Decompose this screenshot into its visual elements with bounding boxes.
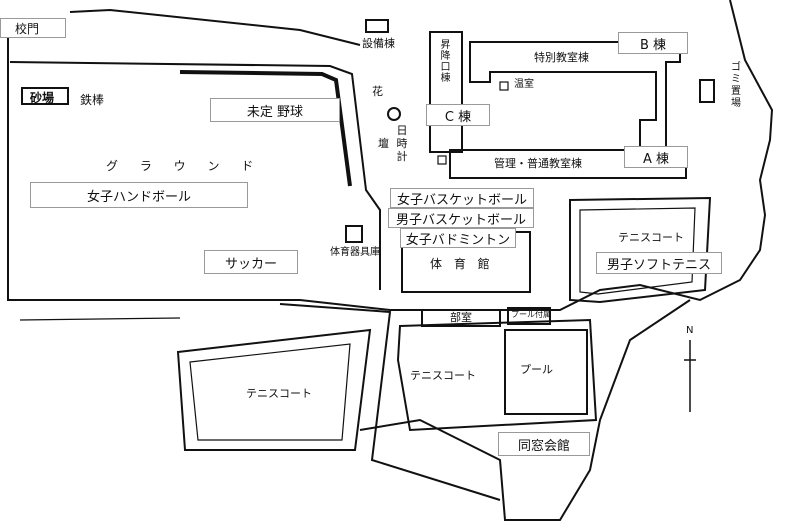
southwest-tennis-outline xyxy=(176,328,372,451)
garbage-label: ゴミ置場 xyxy=(731,62,741,109)
ground-label: グ ラ ウ ン ド xyxy=(106,159,263,173)
equipment-building-label: 設備棟 xyxy=(362,37,395,50)
pool-building-label: プール付属 xyxy=(511,310,551,319)
gate-road xyxy=(69,8,361,46)
gate-label: 校門 xyxy=(0,18,66,38)
pool-outline xyxy=(504,329,588,415)
gym-label: 体 育 館 xyxy=(430,257,494,271)
admin-building-label: 管理・普通教室棟 xyxy=(494,157,582,170)
iron-bar-label: 鉄棒 xyxy=(80,93,105,107)
boys-basketball-label: 男子バスケットボール xyxy=(388,208,534,228)
southwest-tennis-label: テニスコート xyxy=(246,387,312,400)
center-tennis-label: テニスコート xyxy=(410,369,476,382)
b-wing-label: B 棟 xyxy=(618,32,688,54)
pool-label: プール xyxy=(520,363,553,376)
c-wing-label: C 棟 xyxy=(426,104,490,126)
special-building-outline xyxy=(469,41,681,151)
girls-badminton-label: 女子バドミントン xyxy=(400,228,516,248)
club-room-label: 部室 xyxy=(450,311,472,324)
boys-soft-tennis-label: 男子ソフトテニス xyxy=(596,252,722,274)
girls-handball-label: 女子ハンドボール xyxy=(30,182,248,208)
site-boundary xyxy=(7,0,774,311)
sports-storage-label: 体育器具庫 xyxy=(330,247,380,258)
girls-basketball-label: 女子バスケットボール xyxy=(390,188,534,208)
ground-fence xyxy=(9,61,381,290)
east-tennis-court-label: テニスコート xyxy=(618,231,684,244)
stairs-building-outline xyxy=(429,31,463,153)
north-label: N xyxy=(686,325,694,336)
stairs-building-label: 昇降口棟 xyxy=(440,40,451,84)
east-tennis-court-outline xyxy=(569,196,712,304)
sand-pit-label: 砂場 xyxy=(30,91,55,105)
special-building-label: 特別教室棟 xyxy=(534,51,589,64)
sundial-label: 日時計 xyxy=(396,124,408,163)
flower-label: 花 xyxy=(372,85,383,98)
greenhouse-label: 温室 xyxy=(514,79,534,90)
alumni-hall-label: 同窓会館 xyxy=(498,432,590,456)
center-tennis-outline xyxy=(396,318,598,432)
flower-bed-label: 壇 xyxy=(378,137,389,150)
soccer-label: サッカー xyxy=(204,250,298,274)
a-wing-label: A 棟 xyxy=(624,146,688,168)
undecided-baseball-label: 未定 野球 xyxy=(210,98,340,122)
